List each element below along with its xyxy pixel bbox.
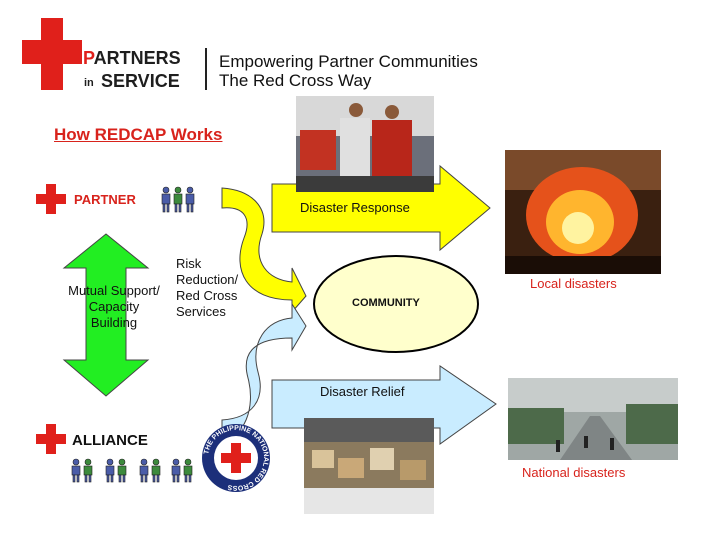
- red-cross-logo-icon: [22, 18, 82, 90]
- risk-line-2: Reduction/: [176, 272, 239, 287]
- partner-red-cross-icon: [36, 184, 66, 214]
- mutual-line-2: Capacity: [88, 299, 140, 314]
- logo-partners: PARTNERS: [83, 48, 181, 69]
- national-disaster-storm-photo: [508, 378, 678, 460]
- risk-reduction-yellow-arrow: [221, 187, 307, 314]
- disaster-relief-label: Disaster Relief: [320, 384, 405, 399]
- mutual-support-label: Mutual Support/ Capacity Building: [54, 283, 174, 331]
- mutual-line-3: Building: [90, 315, 138, 330]
- partner-people-icon: [161, 186, 195, 213]
- diagram-title: How REDCAP Works: [54, 125, 223, 144]
- national-disasters-label: National disasters: [522, 465, 626, 480]
- mutual-support-double-arrow: [62, 233, 150, 397]
- community-label: COMMUNITY: [352, 297, 420, 309]
- logo-letter-p: P: [83, 48, 94, 68]
- logo-in: in: [84, 77, 94, 89]
- risk-line-1: Risk: [176, 256, 202, 271]
- disaster-relief-photo: [304, 418, 434, 514]
- community-ellipse: [313, 255, 479, 353]
- alliance-label: ALLIANCE: [72, 432, 148, 449]
- risk-reduction-label: Risk Reduction/ Red Cross Services: [176, 256, 238, 320]
- pnrc-seal-icon: THE PHILIPPINE NATIONAL RED CROSS: [202, 424, 270, 492]
- mutual-line-1: Mutual Support/: [68, 283, 160, 298]
- alliance-red-cross-icon: [36, 424, 66, 454]
- partner-label: PARTNER: [74, 192, 136, 207]
- risk-line-4: Services: [176, 304, 226, 319]
- local-disaster-fire-photo: [505, 150, 661, 274]
- header-divider: [205, 48, 207, 90]
- alliance-people-icon: [71, 458, 193, 483]
- local-disasters-label: Local disasters: [530, 276, 617, 291]
- risk-line-3: Red Cross: [176, 288, 238, 303]
- disaster-response-photo: [296, 96, 434, 192]
- tagline-line2: The Red Cross Way: [219, 71, 372, 90]
- logo-service: SERVICE: [101, 71, 180, 91]
- disaster-response-label: Disaster Response: [300, 200, 410, 215]
- logo-partners-rest: ARTNERS: [93, 48, 181, 68]
- tagline-line1: Empowering Partner Communities: [219, 52, 478, 71]
- alliance-blue-arrow: [221, 302, 307, 441]
